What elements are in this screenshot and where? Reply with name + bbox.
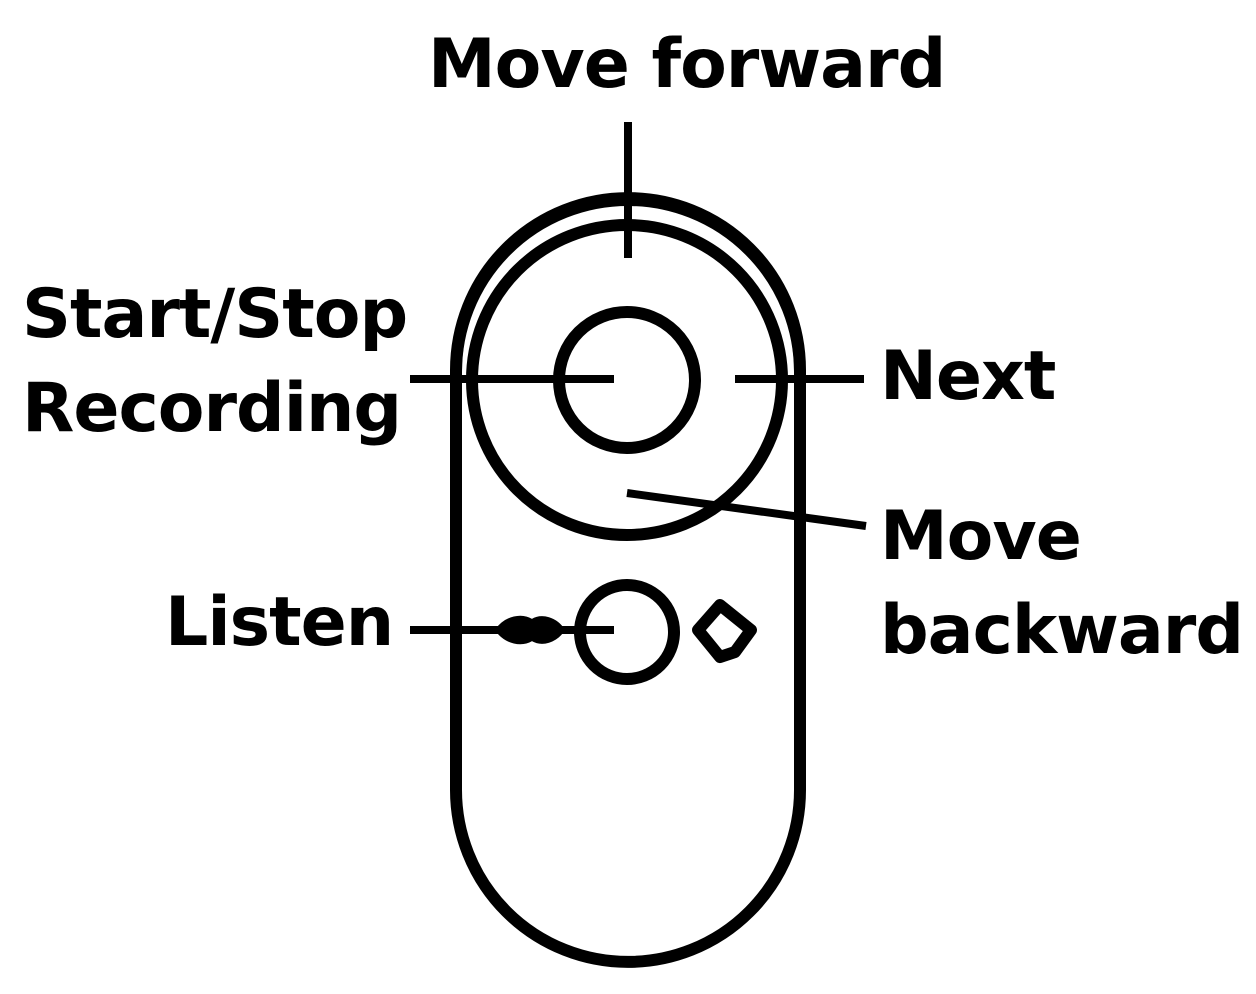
remote-body-outline — [450, 192, 806, 968]
move-backward-leader — [626, 489, 867, 530]
next-label: Next — [880, 337, 1056, 416]
lanyard-knot-icon — [494, 615, 566, 645]
listen-label: Listen — [165, 583, 394, 662]
move-backward-label-line2: backward — [880, 591, 1244, 670]
move-forward-label: Move forward — [428, 25, 946, 104]
start-stop-label-line2: Recording — [22, 369, 402, 448]
diamond-indicator-icon — [692, 599, 757, 663]
move-backward-label-line1: Move — [880, 497, 1082, 576]
move-backward-label: Move backward — [880, 490, 1244, 678]
start-stop-recording-label: Start/Stop Recording — [22, 268, 408, 456]
start-stop-label-line1: Start/Stop — [22, 275, 408, 354]
